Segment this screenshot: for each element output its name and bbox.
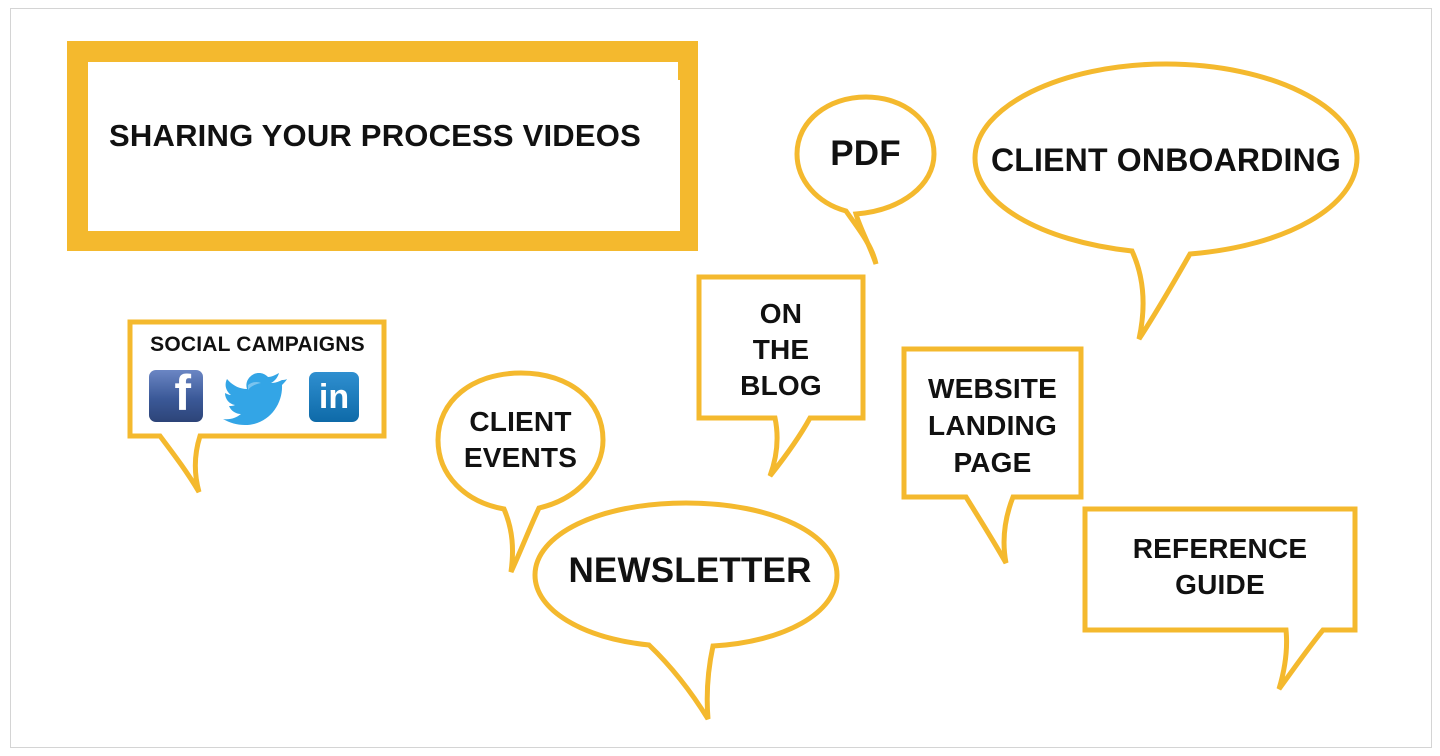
title-frame xyxy=(67,41,698,251)
client-onboarding-label: CLIENT ONBOARDING xyxy=(990,142,1342,178)
linkedin-icon: in xyxy=(309,372,359,422)
client-events-label: CLIENT EVENTS xyxy=(463,406,578,473)
website-landing-page-bubble-shape xyxy=(901,346,1084,565)
pdf-label: PDF xyxy=(830,134,901,173)
reference-guide-bubble-shape xyxy=(1082,506,1358,691)
twitter-icon xyxy=(223,373,287,425)
facebook-icon: f xyxy=(149,365,203,422)
client-onboarding-bubble-shape xyxy=(972,61,1360,341)
website-landing-page-label: WEBSITE LANDING PAGE xyxy=(928,373,1057,478)
on-the-blog-bubble-shape xyxy=(696,274,866,478)
on-the-blog-label: ON THE BLOG xyxy=(740,298,822,401)
newsletter-bubble-shape xyxy=(532,500,840,721)
reference-guide-label: REFERENCE GUIDE xyxy=(1132,533,1308,600)
client-events-bubble-shape xyxy=(435,370,606,574)
pdf-bubble-shape xyxy=(794,94,937,265)
newsletter-label: NEWSLETTER xyxy=(568,551,812,590)
page-title: SHARING YOUR PROCESS VIDEOS xyxy=(90,120,660,151)
title-text: SHARING YOUR PROCESS VIDEOS xyxy=(109,118,641,153)
social-campaigns-label: SOCIAL CAMPAIGNS xyxy=(150,333,365,356)
